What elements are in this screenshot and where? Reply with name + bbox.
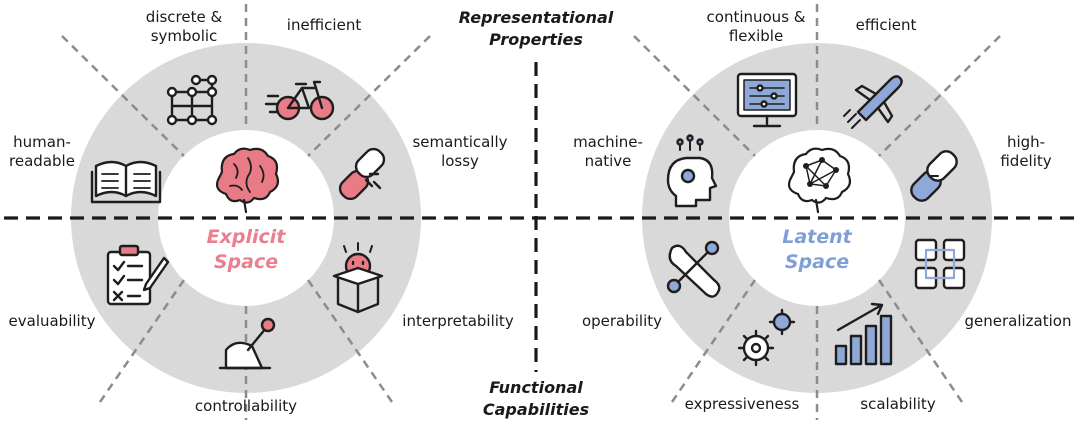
- joystick-lever-icon: [218, 317, 276, 370]
- label-interpretability: interpretability: [402, 312, 514, 330]
- neural-network-icon: [787, 147, 852, 214]
- airplane-icon: [843, 75, 903, 129]
- label-human-readable-1: human-: [13, 133, 71, 151]
- explicit-center-line1: Explicit: [207, 226, 287, 248]
- label-operability: operability: [582, 312, 662, 330]
- checklist-icon: [106, 244, 170, 306]
- chain-link-icon: [910, 150, 958, 202]
- header-bottom-line2: Capabilities: [483, 400, 589, 419]
- label-semantically-lossy-2: lossy: [441, 152, 479, 170]
- module-grid-icon: [914, 238, 966, 290]
- explicit-dividers: [61, 4, 431, 420]
- open-book-icon: [90, 160, 162, 204]
- header-bottom-line1: Functional: [489, 378, 583, 397]
- label-continuous-flexible-1: continuous &: [707, 8, 806, 26]
- brain-icon: [215, 147, 280, 214]
- label-machine-native-1: machine-: [573, 133, 643, 151]
- bicycle-icon: [264, 80, 335, 121]
- header-top-line2: Properties: [489, 30, 583, 49]
- label-expressiveness: expressiveness: [685, 395, 800, 413]
- label-continuous-flexible-2: flexible: [729, 27, 783, 45]
- header-top-line1: Representational: [459, 8, 614, 27]
- gears-icon: [737, 308, 796, 367]
- explicit-space-panel: Explicit Space discrete & symbolic ineff…: [9, 4, 514, 420]
- label-efficient: efficient: [856, 16, 917, 34]
- label-evaluability: evaluability: [9, 312, 96, 330]
- explicit-center-line2: Space: [214, 251, 278, 273]
- label-generalization: generalization: [965, 312, 1072, 330]
- label-inefficient: inefficient: [287, 16, 362, 34]
- bar-growth-icon: [834, 302, 893, 366]
- label-discrete-symbolic-1: discrete &: [146, 8, 223, 26]
- latent-inner-circle: [729, 130, 905, 306]
- label-machine-native-2: native: [585, 152, 632, 170]
- monitor-circuit-icon: [736, 72, 798, 128]
- label-human-readable-2: readable: [9, 152, 75, 170]
- robot-head-icon: [666, 134, 718, 208]
- latent-center-line2: Space: [785, 251, 849, 273]
- graph-grid-icon: [166, 74, 218, 126]
- wrench-icon: [666, 240, 721, 298]
- label-high-fidelity-2: fidelity: [1000, 152, 1051, 170]
- latent-space-panel: Latent Space continuous & flexible effic…: [573, 4, 1071, 420]
- label-controllability: controllability: [195, 397, 297, 415]
- label-high-fidelity-1: high-: [1007, 133, 1045, 151]
- latent-dividers: [633, 4, 1001, 420]
- label-discrete-symbolic-2: symbolic: [151, 27, 218, 45]
- label-semantically-lossy-1: semantically: [412, 133, 507, 151]
- surprise-box-icon: [332, 242, 384, 314]
- main-axes: [4, 62, 1076, 372]
- latent-center-line1: Latent: [782, 226, 852, 248]
- broken-chain-icon: [338, 147, 386, 201]
- label-scalability: scalability: [860, 395, 936, 413]
